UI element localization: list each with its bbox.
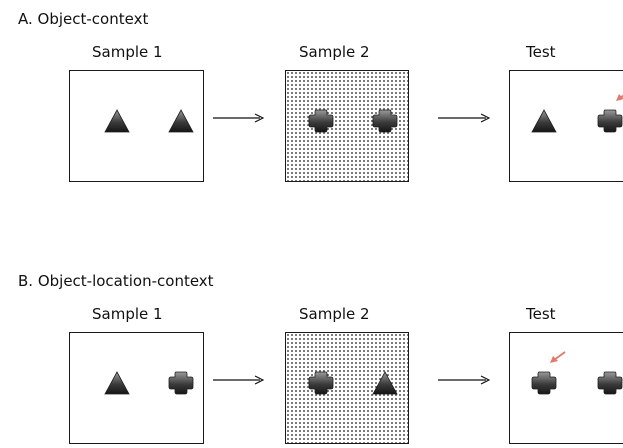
stage-label: Test <box>526 43 556 61</box>
stage-label: Sample 2 <box>299 305 370 323</box>
flow-arrow-icon <box>213 113 264 123</box>
indicator-arrow-icon <box>550 351 566 363</box>
flow-arrow-icon <box>438 375 490 385</box>
triangle-object-icon <box>104 371 130 395</box>
stage-label: Test <box>526 305 556 323</box>
stage-label: Sample 1 <box>92 305 163 323</box>
triangle-object-icon <box>372 371 398 395</box>
triangle-object-icon <box>531 109 557 133</box>
cross-object-icon <box>531 371 557 395</box>
stage-label: Sample 2 <box>299 43 370 61</box>
flow-arrow-icon <box>213 375 264 385</box>
indicator-arrow-icon <box>616 94 623 101</box>
stage-label: Sample 1 <box>92 43 163 61</box>
cross-object-icon <box>597 371 623 395</box>
cross-object-icon <box>372 109 398 133</box>
cross-object-icon <box>168 371 194 395</box>
cross-object-icon <box>308 371 334 395</box>
cross-object-icon <box>597 109 623 133</box>
panel-heading: B. Object-location-context <box>18 272 214 290</box>
panel-heading: A. Object-context <box>18 10 149 28</box>
triangle-object-icon <box>104 109 130 133</box>
cross-object-icon <box>308 109 334 133</box>
flow-arrow-icon <box>438 113 490 123</box>
triangle-object-icon <box>168 109 194 133</box>
